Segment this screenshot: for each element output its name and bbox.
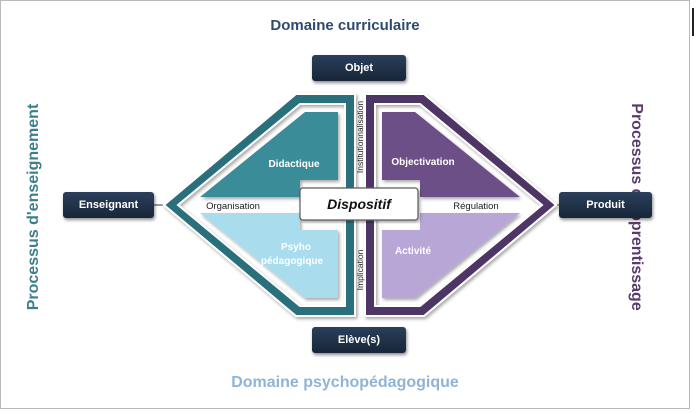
node-produit: Produit [559,192,652,218]
quadrant-psychopedagogique [200,213,338,298]
label-organisation: Organisation [206,201,260,212]
label-objectivation: Objectivation [391,157,454,168]
title-domaine-curriculaire: Domaine curriculaire [270,17,420,34]
label-psyho: Psyho [281,242,311,253]
label-implication: Implication [355,249,365,290]
node-eleve: Elève(s) [312,327,406,353]
label-regulation: Régulation [453,201,498,212]
node-enseignant: Enseignant [63,192,154,218]
label-pedagogique: pédagogique [261,256,324,267]
teal-outer-frame [162,93,356,317]
title-domaine-psychopedagogique: Domaine psychopédagogique [231,374,459,391]
edge-marker [692,8,694,36]
quadrant-didactique [200,112,338,197]
node-objet: Objet [312,55,406,81]
label-didactique: Didactique [268,159,320,170]
center-box [299,187,419,221]
label-institutionnalisation: Institutionnalisation [355,101,365,174]
label-activite: Activité [395,246,432,257]
purple-outer-frame [364,93,558,317]
quadrant-objectivation [382,112,520,197]
center-label: Dispositif [327,196,392,212]
quadrant-activite [382,213,520,298]
